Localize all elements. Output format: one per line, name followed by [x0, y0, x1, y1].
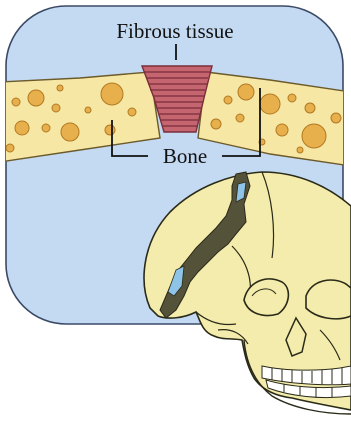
- bone-pore: [57, 85, 63, 91]
- bone-pore: [331, 113, 341, 123]
- bone-pore: [297, 147, 303, 153]
- bone-pore: [260, 94, 280, 114]
- bone-pore: [52, 104, 60, 112]
- bone-pore: [85, 107, 91, 113]
- bone-label: Bone: [163, 144, 207, 168]
- fibrous-tissue-label: Fibrous tissue: [116, 19, 233, 43]
- bone-pore: [6, 144, 14, 152]
- bone-pore: [236, 114, 244, 122]
- skull-illustration: [144, 172, 351, 414]
- right-eye-socket: [306, 280, 351, 319]
- bone-pore: [128, 108, 136, 116]
- bone-pore: [12, 98, 20, 106]
- bone-pore: [28, 90, 44, 106]
- bone-pore: [288, 94, 296, 102]
- bone-pore: [42, 124, 50, 132]
- bone-pore: [61, 123, 79, 141]
- bone-pore: [305, 103, 315, 113]
- bone-pore: [15, 121, 29, 135]
- bone-pore: [101, 83, 123, 105]
- bone-pore: [302, 124, 326, 148]
- bone-pore: [238, 84, 254, 100]
- bone-pore: [276, 124, 288, 136]
- bone-pore: [224, 96, 232, 104]
- bone-pore: [105, 125, 115, 135]
- bone-pore: [211, 119, 221, 129]
